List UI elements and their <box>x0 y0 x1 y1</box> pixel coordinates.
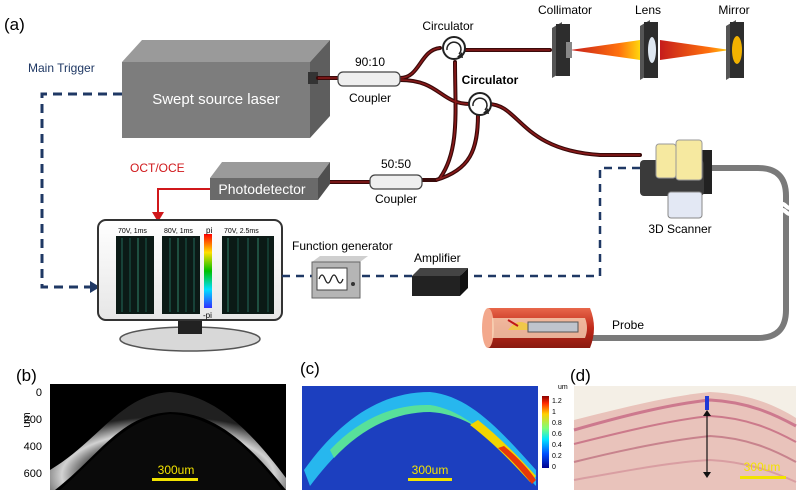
panel-c-cbar-tick-2: 0.8 <box>552 420 562 427</box>
frame2-label: 80V, 1ms <box>164 228 193 235</box>
circulator-label-2: Circulator <box>462 73 519 87</box>
panel-b-ytick-1: 200 <box>24 414 42 426</box>
3d-scanner <box>640 139 712 219</box>
scanner-label: 3D Scanner <box>648 222 711 236</box>
panel-b-label: (b) <box>16 366 37 385</box>
panel-c-scalebar <box>408 478 452 481</box>
coupler-label-2: Coupler <box>375 192 417 206</box>
circulator-label-1: Circulator <box>422 19 473 33</box>
panel-b-scalebar-label: 300um <box>158 463 195 477</box>
beam-2 <box>660 40 730 60</box>
main-trigger-arrowhead <box>90 281 100 293</box>
probe-label: Probe <box>612 318 644 332</box>
panel-a-label: (a) <box>4 15 25 34</box>
oct-oce-arrowhead <box>152 212 164 222</box>
panel-c-cbar-tick-6: 0 <box>552 464 556 471</box>
oct-oce-label: OCT/OCE <box>130 161 185 175</box>
monitor-frames <box>116 234 274 314</box>
mirror-label: Mirror <box>718 3 749 17</box>
oce-map-c <box>302 386 538 490</box>
panel-b-ylabel: um <box>21 412 33 427</box>
panel-c-colorbar <box>542 396 549 468</box>
lens <box>640 20 658 80</box>
panel-c-cbar-tick-3: 0.6 <box>552 431 562 438</box>
panel-c-scalebar-label: 300um <box>412 463 449 477</box>
photodetector-box <box>210 162 330 200</box>
circulator-1 <box>442 36 466 60</box>
frame3-label: 70V, 2.5ms <box>224 228 259 235</box>
panel-b-ytick-2: 400 <box>24 441 42 453</box>
cable-break <box>776 202 796 216</box>
laser-label: Swept source laser <box>152 91 280 108</box>
collimator <box>552 22 572 78</box>
mirror <box>726 20 744 80</box>
panel-d-label: (d) <box>570 366 591 385</box>
histology-d <box>573 386 797 490</box>
circulator-2 <box>468 92 492 116</box>
drive-signal-line <box>282 166 640 278</box>
panel-d-scalebar-label: 300um <box>744 460 781 474</box>
collimator-label: Collimator <box>538 3 592 17</box>
frame1-label: 70V, 1ms <box>118 228 147 235</box>
function-generator-label: Function generator <box>292 239 393 253</box>
panel-d-scalebar <box>740 476 786 479</box>
panel-c-cbar-tick-4: 0.4 <box>552 442 562 449</box>
oct-oce-arrow <box>157 188 210 214</box>
main-trigger-label: Main Trigger <box>28 61 95 75</box>
function-generator <box>311 256 368 299</box>
lens-label: Lens <box>635 3 661 17</box>
panel-c-cbar-tick-1: 1 <box>552 409 556 416</box>
beam-1 <box>570 40 640 60</box>
oct-image-b <box>50 384 286 490</box>
laser-box <box>122 40 330 138</box>
coupler-50-50 <box>369 174 423 190</box>
panel-c-cbar-tick-0: 1.2 <box>552 398 562 405</box>
phase-colorbar <box>204 234 212 308</box>
photodetector-label: Photodetector <box>218 181 306 197</box>
panel-b-ytick-0: 0 <box>36 387 42 399</box>
probe-cable <box>590 165 789 341</box>
coupler-label-1: Coupler <box>349 91 391 105</box>
panel-b-ytick-3: 600 <box>24 468 42 480</box>
coupler-ratio-1: 90:10 <box>355 55 385 69</box>
amplifier <box>412 268 468 296</box>
panel-c-cbar-tick-5: 0.2 <box>552 453 562 460</box>
panel-c-label: (c) <box>300 359 320 378</box>
colorbar-top: pi <box>206 226 212 235</box>
probe <box>482 308 594 348</box>
colorbar-bottom: -pi <box>203 311 212 320</box>
coupler-90-10 <box>337 71 401 87</box>
panel-c-cbar-unit: um <box>558 384 568 391</box>
amplifier-label: Amplifier <box>414 251 461 265</box>
panel-b-scalebar <box>152 478 198 481</box>
coupler-ratio-2: 50:50 <box>381 157 411 171</box>
